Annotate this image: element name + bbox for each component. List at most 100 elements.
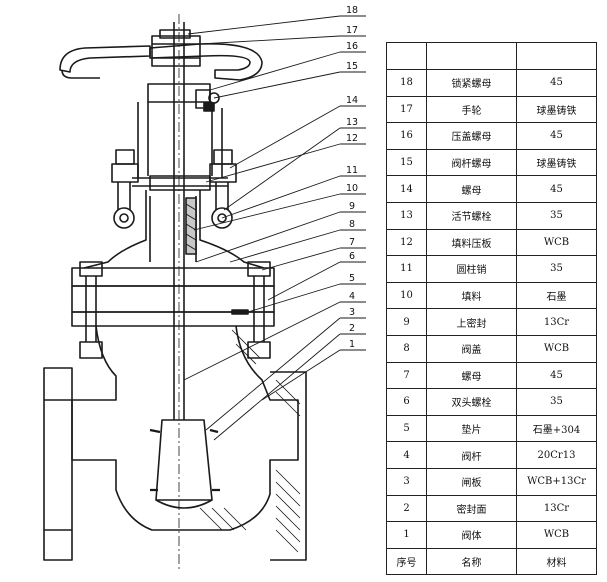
valve-body	[43, 325, 307, 561]
part-no: 2	[386, 494, 427, 523]
part-material: WCB	[516, 521, 597, 549]
part-material: WCB	[516, 228, 597, 257]
part-name: 锁紧螺母	[426, 69, 517, 97]
part-name: 阀体	[426, 521, 517, 549]
part-name: 填料	[426, 281, 517, 310]
part-no: 10	[386, 281, 427, 310]
callout-2: 2	[349, 323, 355, 334]
handwheel	[59, 35, 263, 81]
callout-12: 12	[346, 133, 358, 144]
part-material: 35	[516, 388, 597, 416]
part-no: 15	[386, 148, 427, 177]
part-name: 活节螺栓	[426, 201, 517, 230]
gate-wedge	[155, 419, 213, 509]
part-name: 螺母	[426, 175, 517, 203]
callout-8: 8	[349, 219, 355, 230]
gland-plate	[149, 175, 211, 191]
callout-1: 1	[349, 339, 355, 350]
part-no: 14	[386, 175, 427, 203]
callout-6: 6	[349, 251, 355, 262]
part-name: 双头螺栓	[426, 388, 517, 416]
callout-13: 13	[346, 117, 358, 128]
callout-9: 9	[349, 201, 355, 212]
part-name: 密封面	[426, 494, 517, 523]
callout-5: 5	[349, 273, 355, 284]
part-no: 3	[386, 467, 427, 496]
part-material: 45	[516, 122, 597, 150]
part-material: 35	[516, 201, 597, 230]
part-name: 阀杆螺母	[426, 148, 517, 177]
callout-18: 18	[346, 5, 358, 16]
stud-bolt-right	[247, 261, 271, 359]
part-material: WCB+13Cr	[516, 467, 597, 496]
part-no: 8	[386, 334, 427, 363]
callout-10: 10	[346, 183, 358, 194]
part-material: 45	[516, 361, 597, 390]
callout-4: 4	[349, 291, 355, 302]
part-name: 阀盖	[426, 334, 517, 363]
packing	[185, 197, 197, 255]
part-material: 石墨	[516, 281, 597, 310]
callout-7: 7	[349, 237, 355, 248]
part-no: 11	[386, 255, 427, 283]
part-material: 45	[516, 175, 597, 203]
stem-nut	[147, 83, 220, 112]
callout-3: 3	[349, 307, 355, 318]
part-no: 16	[386, 122, 427, 150]
callout-16: 16	[346, 41, 358, 52]
part-no: 1	[386, 521, 427, 549]
part-name: 闸板	[426, 467, 517, 496]
callout-11: 11	[346, 165, 358, 176]
header-material: 材料	[516, 547, 597, 576]
part-name: 圆柱销	[426, 255, 517, 283]
valve-drawing: 18 17 16 15 14 13 12 11 10 9 8 7 6 5 4 3…	[43, 5, 366, 570]
part-name: 压盖螺母	[426, 122, 517, 150]
part-name: 阀杆	[426, 441, 517, 469]
part-no: 5	[386, 414, 427, 443]
part-material: 20Cr13	[516, 441, 597, 469]
part-material: 13Cr	[516, 308, 597, 336]
bonnet-flange	[71, 267, 275, 327]
part-material: WCB	[516, 334, 597, 363]
part-no: 12	[386, 228, 427, 257]
part-no: 17	[386, 95, 427, 124]
eyebolt-left	[111, 149, 139, 229]
callout-17: 17	[346, 25, 358, 36]
part-no: 9	[386, 308, 427, 336]
table-header-row: 序号 名称 材料	[386, 547, 597, 576]
part-no: 13	[386, 201, 427, 230]
header-no: 序号	[386, 547, 427, 576]
table-row-blank	[386, 42, 597, 70]
part-no: 18	[386, 69, 427, 97]
stem	[173, 22, 185, 420]
part-no: 6	[386, 388, 427, 416]
leader-lines	[183, 15, 341, 441]
part-name: 手轮	[426, 95, 517, 124]
callout-14: 14	[346, 95, 358, 106]
part-material: 球墨铸铁	[516, 148, 597, 177]
part-name: 填料压板	[426, 228, 517, 257]
part-name: 上密封	[426, 308, 517, 336]
part-no: 4	[386, 441, 427, 469]
seat-ring	[149, 428, 220, 492]
part-material: 球墨铸铁	[516, 95, 597, 124]
part-no: 7	[386, 361, 427, 390]
header-name: 名称	[426, 547, 517, 576]
